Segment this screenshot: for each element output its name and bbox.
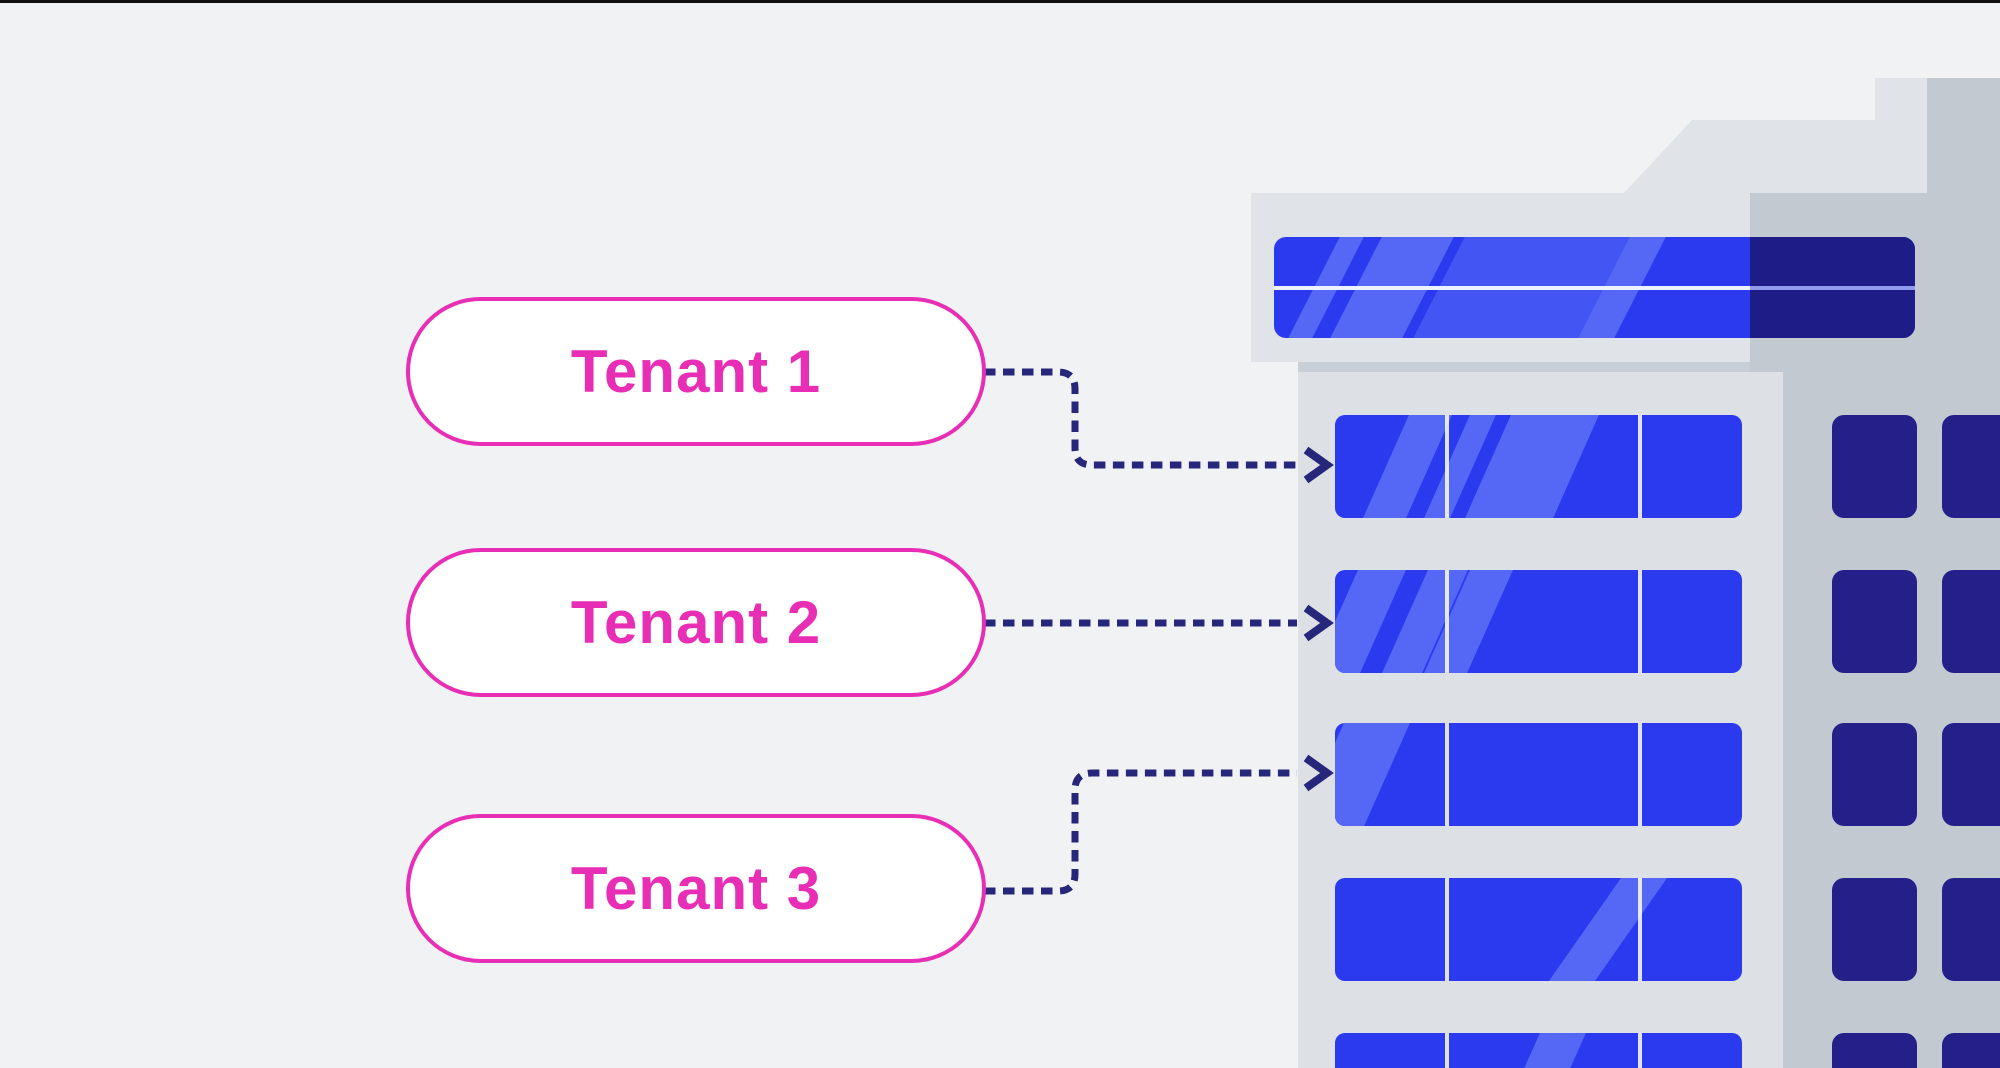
tenant-pill-3: Tenant 3 — [406, 814, 986, 963]
navy-window — [1942, 878, 2000, 981]
reflection-stripe — [1487, 1033, 1593, 1068]
window-pane-divider — [1638, 723, 1642, 826]
band-mullion-line — [1274, 286, 1750, 290]
top-border-line — [0, 0, 2000, 3]
reflection-stripe — [1539, 878, 1677, 981]
navy-window — [1832, 1033, 1917, 1068]
window-row-floor-4 — [1335, 878, 1742, 981]
navy-window — [1832, 878, 1917, 981]
band-mullion-line-shaded — [1750, 286, 1915, 290]
navy-window — [1832, 415, 1917, 518]
tenant-pill-label: Tenant 3 — [570, 855, 822, 922]
window-pane-divider — [1445, 723, 1449, 826]
window-pane-divider — [1445, 878, 1449, 981]
window-pane-divider — [1445, 415, 1449, 518]
window-row-floor-1 — [1335, 415, 1742, 518]
band-window — [1274, 237, 1915, 338]
window-pane-divider — [1445, 570, 1449, 673]
tenant-pill-2: Tenant 2 — [406, 548, 986, 697]
navy-window — [1942, 723, 2000, 826]
window-pane-divider — [1638, 878, 1642, 981]
navy-window — [1832, 570, 1917, 673]
window-row-floor-5 — [1335, 1033, 1742, 1068]
window-row-floor-2 — [1335, 570, 1742, 673]
window-pane-divider — [1638, 415, 1642, 518]
navy-window — [1942, 1033, 2000, 1068]
navy-window — [1942, 570, 2000, 673]
window-pane-divider — [1638, 1033, 1642, 1068]
tenant-pill-1: Tenant 1 — [406, 297, 986, 446]
navy-window — [1942, 415, 2000, 518]
tenant-pill-label: Tenant 1 — [570, 338, 822, 405]
band-shadow-strip — [1298, 362, 1750, 372]
window-row-floor-3 — [1335, 723, 1742, 826]
window-pane-divider — [1445, 1033, 1449, 1068]
window-pane-divider — [1638, 570, 1642, 673]
connector-path-tenant-3 — [984, 769, 1297, 895]
tenant-pill-label: Tenant 2 — [570, 589, 822, 656]
navy-window — [1832, 723, 1917, 826]
reflection-stripe — [1335, 723, 1417, 826]
connector-path-tenant-1 — [984, 368, 1297, 469]
